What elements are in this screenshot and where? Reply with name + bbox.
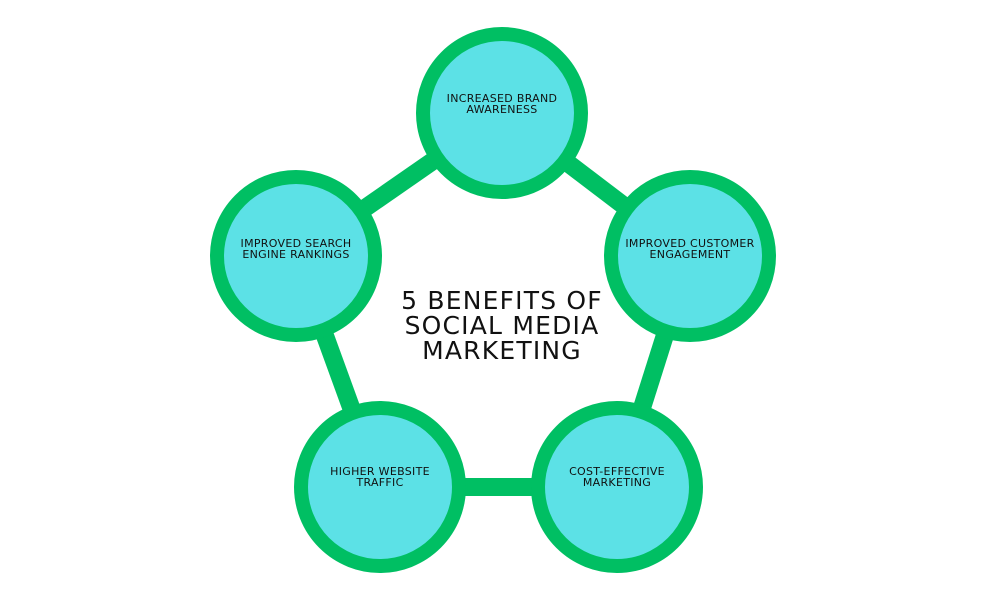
benefit-label: COST-EFFECTIVE MARKETING [569, 465, 665, 489]
diagram-title: 5 BENEFITS OF SOCIAL MEDIA MARKETING [401, 286, 603, 365]
benefit-label: IMPROVED CUSTOMER ENGAGEMENT [625, 237, 755, 261]
benefit-node-brand-awareness: INCREASED BRAND AWARENESS [416, 27, 588, 199]
benefit-label: IMPROVED SEARCH ENGINE RANKINGS [240, 237, 352, 261]
benefit-node-website-traffic: HIGHER WEBSITE TRAFFIC [294, 401, 466, 573]
benefit-label: INCREASED BRAND AWARENESS [446, 92, 558, 116]
benefit-node-cost-effective: COST-EFFECTIVE MARKETING [531, 401, 703, 573]
benefit-label: HIGHER WEBSITE TRAFFIC [330, 465, 430, 489]
